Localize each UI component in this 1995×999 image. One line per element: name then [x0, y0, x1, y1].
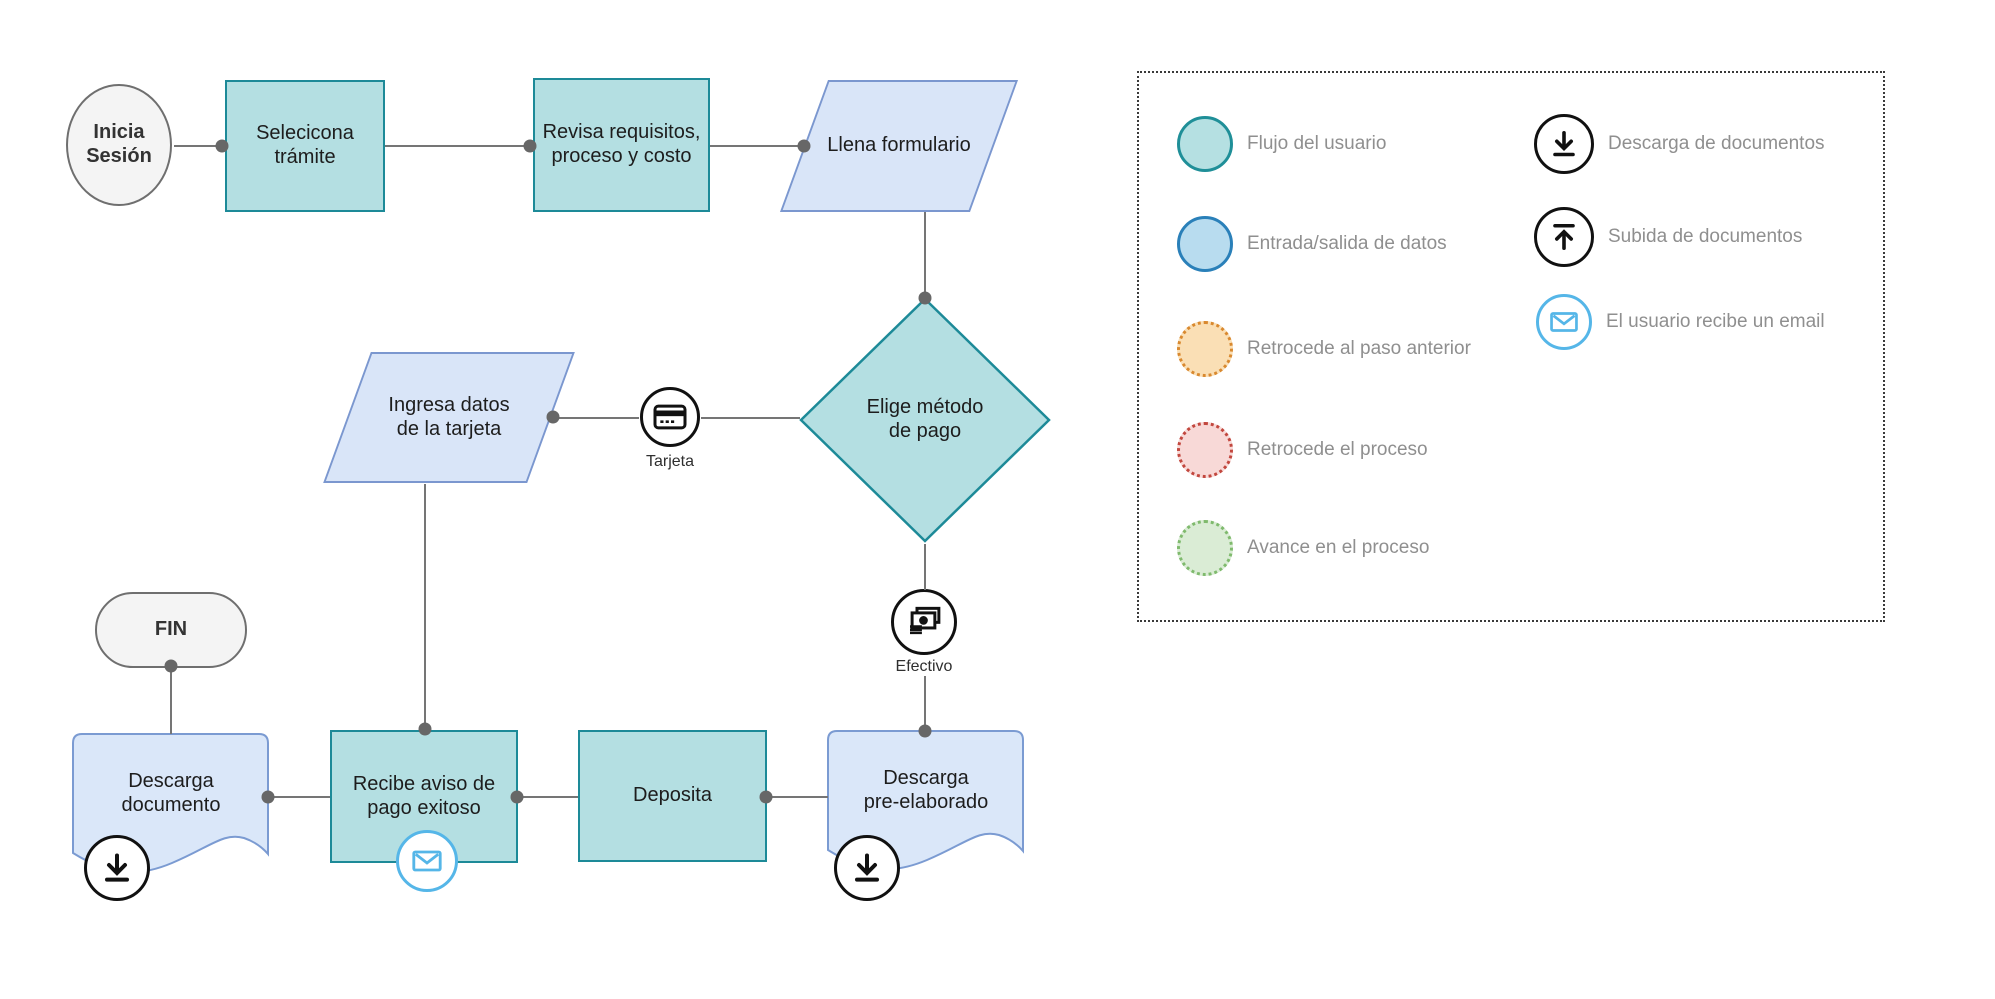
node-inicia-sesion: Inicia Sesión [66, 84, 172, 206]
node-elige-metodo-pago: Elige método de pago [798, 296, 1052, 544]
legend-label: El usuario recibe un email [1606, 311, 1825, 332]
node-label: proceso y costo [551, 145, 692, 167]
process-forward-swatch [1177, 520, 1233, 576]
node-label: documento [121, 794, 221, 816]
node-label: pre-elaborado [863, 791, 989, 813]
upload-icon [1534, 207, 1594, 267]
legend-label: Entrada/salida de datos [1247, 233, 1447, 254]
legend-item-entrada-salida: Entrada/salida de datos [1177, 216, 1447, 272]
legend-label: Subida de documentos [1608, 226, 1803, 247]
node-label: Descarga [128, 770, 214, 793]
node-label: Elige método [866, 396, 984, 419]
node-label: Recibe aviso de [352, 772, 496, 795]
node-label: Sesión [86, 145, 152, 167]
legend-label: Retrocede el proceso [1247, 439, 1428, 460]
legend-label: Avance en el proceso [1247, 537, 1430, 558]
legend-item-flujo-usuario: Flujo del usuario [1177, 116, 1386, 172]
node-deposita: Deposita [578, 730, 767, 862]
legend-item-subida-documentos: Subida de documentos [1534, 207, 1802, 267]
user-flow-swatch [1177, 116, 1233, 172]
node-label: FIN [154, 618, 188, 641]
node-label: Descarga [883, 767, 969, 790]
download-icon [84, 835, 150, 901]
legend-item-usuario-recibe-email: El usuario recibe un email [1536, 294, 1825, 350]
cash-payment-icon [891, 589, 957, 655]
legend-item-retrocede-paso: Retrocede al paso anterior [1177, 321, 1471, 377]
email-icon [1536, 294, 1592, 350]
step-back-swatch [1177, 321, 1233, 377]
legend-label: Descarga de documentos [1608, 133, 1825, 154]
node-label: Revisa requisitos, [542, 121, 701, 144]
node-label: pago exitoso [367, 796, 481, 819]
email-icon [396, 830, 458, 892]
node-label: de pago [888, 420, 962, 442]
process-back-swatch [1177, 422, 1233, 478]
node-label: Ingresa datos [388, 393, 510, 416]
download-icon [1534, 114, 1594, 174]
card-payment-icon [640, 387, 700, 447]
diamond-shape [799, 297, 1051, 543]
legend-item-descarga-documentos: Descarga de documentos [1534, 114, 1825, 174]
node-selecciona-tramite: Selecicona trámite [225, 80, 385, 212]
legend-item-retrocede-proceso: Retrocede el proceso [1177, 422, 1428, 478]
document-shape [827, 730, 1024, 871]
node-label: Inicia [93, 121, 145, 144]
download-icon [834, 835, 900, 901]
branch-label-efectivo: Efectivo [895, 658, 953, 675]
legend-label: Flujo del usuario [1247, 133, 1387, 154]
data-io-swatch [1177, 216, 1233, 272]
branch-label-tarjeta: Tarjeta [645, 453, 695, 470]
node-label: de la tarjeta [396, 417, 502, 440]
legend-item-avance-proceso: Avance en el proceso [1177, 520, 1429, 576]
node-label: Llena formulario [827, 134, 971, 157]
node-label: trámite [274, 146, 336, 168]
node-llena-formulario: Llena formulario [779, 80, 1019, 212]
node-label: Selecicona [256, 122, 354, 145]
node-fin: FIN [95, 592, 247, 668]
node-ingresa-datos-tarjeta: Ingresa datos de la tarjeta [323, 352, 575, 483]
legend-label: Retrocede al paso anterior [1247, 338, 1471, 359]
node-label: Deposita [633, 784, 712, 807]
node-revisa-requisitos: Revisa requisitos, proceso y costo [533, 78, 710, 212]
node-descarga-pre-elaborado: Descarga pre-elaborado [827, 729, 1025, 881]
legend-box: Flujo del usuario Entrada/salida de dato… [1137, 71, 1885, 622]
